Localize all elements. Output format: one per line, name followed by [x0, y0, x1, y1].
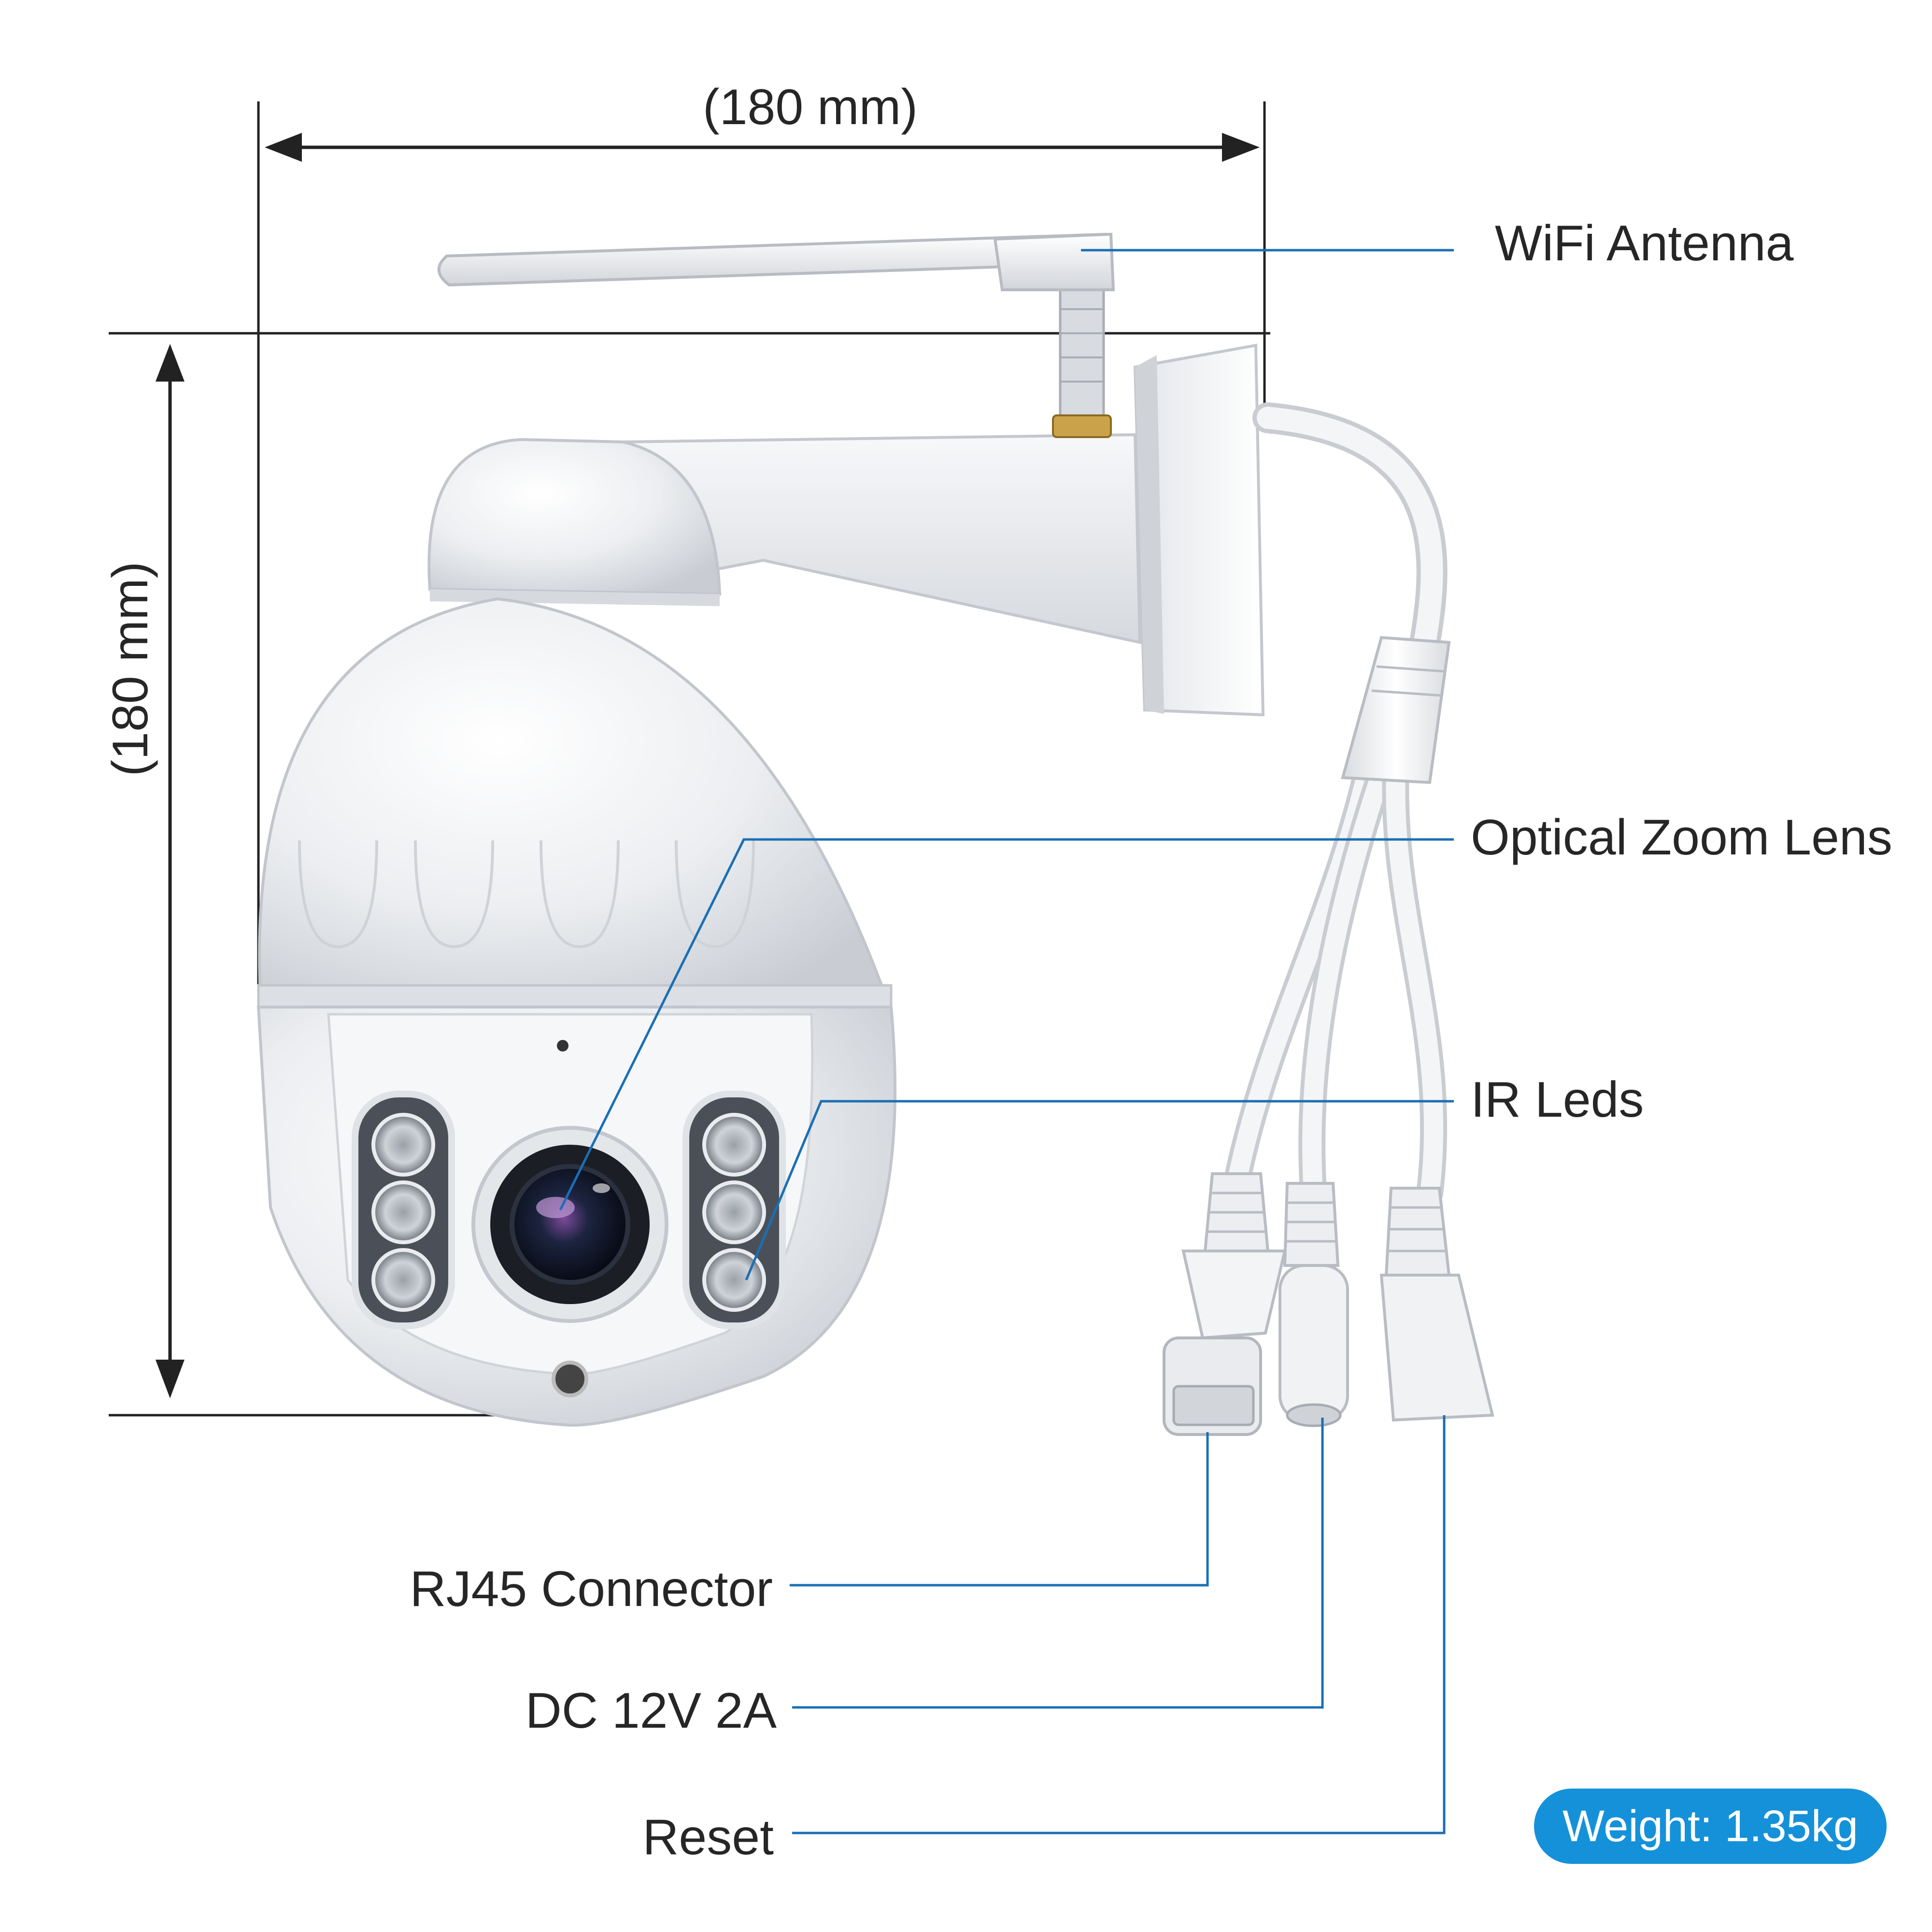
weight-badge-bg: [1534, 1789, 1887, 1864]
callout-lines: [559, 249, 1454, 1834]
wifi-antenna: [437, 232, 1115, 438]
width-dimension-label: (180 mm): [703, 79, 918, 135]
weight-badge: Weight: 1.35kg: [1534, 1789, 1887, 1864]
wifi-antenna-label: WiFi Antenna: [1495, 215, 1794, 271]
height-arrow: [156, 344, 185, 1398]
dc-power-label: DC 12V 2A: [525, 1683, 777, 1739]
ir-led-panel-right: [682, 1091, 786, 1329]
ir-leds-label: IR Leds: [1471, 1072, 1644, 1128]
camera-top-cap: [427, 438, 722, 606]
ir-led-panel-left: [352, 1091, 455, 1329]
reset-plug: [1379, 1187, 1494, 1422]
rj45-connector-plug: [1163, 1172, 1287, 1436]
width-arrow: [265, 133, 1260, 162]
weight-badge-text: Weight: 1.35kg: [1562, 1801, 1858, 1851]
reset-label: Reset: [642, 1809, 774, 1865]
cables: [1223, 402, 1448, 1211]
optical-zoom-lens: [471, 1126, 668, 1323]
optical-zoom-lens-label: Optical Zoom Lens: [1471, 810, 1892, 866]
dc-power-plug: [1279, 1182, 1349, 1427]
wall-mount: [621, 343, 1265, 717]
rj45-connector-label: RJ45 Connector: [410, 1561, 773, 1617]
height-dimension-label: (180 mm): [102, 561, 158, 777]
cable-splitter: [1341, 636, 1451, 784]
